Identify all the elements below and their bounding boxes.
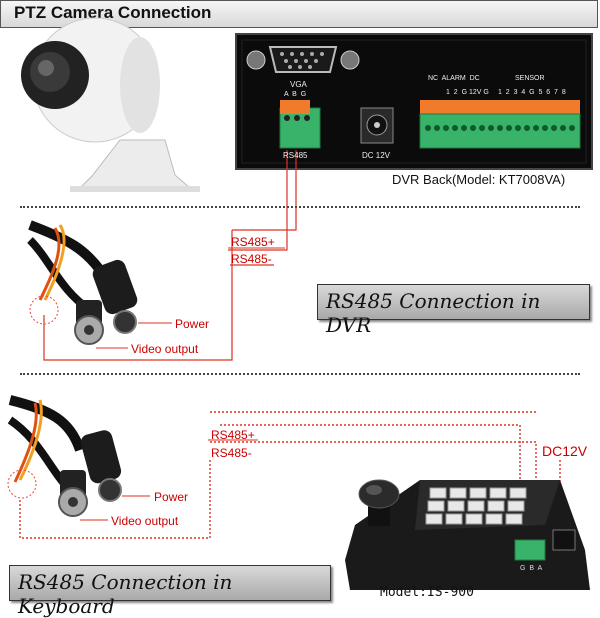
top-separator (20, 206, 580, 208)
top-caption-box: RS485 Connection in DVR (317, 284, 590, 337)
page-title: PTZ Camera Connection (14, 3, 212, 22)
keyboard-model-label: Model:IS-900 (380, 585, 474, 600)
keyboard-controller-image (345, 479, 590, 590)
dvr-model-caption: DVR Back(Model: KT7008VA) (392, 172, 566, 187)
bottom-power-label: Power (154, 490, 189, 504)
keyboard-dc-label: DC12V (542, 443, 588, 459)
bottom-caption-box: RS485 Connection in Keyboard (9, 565, 331, 618)
vga-pin-labels: A B G (284, 91, 307, 98)
top-rs485-plus-label: RS485+ (231, 235, 275, 249)
alarm-pin-labels: 1 2 G 12V G (446, 89, 489, 96)
dc-port-label: DC 12V (362, 151, 391, 160)
top-wire-highlight (29, 295, 59, 325)
top-camera-cable (27, 220, 138, 345)
bottom-caption-text: RS485 Connection in Keyboard (18, 570, 233, 618)
bottom-wire-highlight (7, 469, 37, 499)
vga-label: VGA (290, 80, 307, 89)
bottom-rs485-minus-label: RS485- (211, 446, 252, 460)
middle-separator (20, 373, 580, 375)
rs485-port-label: RS485 (283, 151, 308, 160)
top-video-label: Video output (131, 342, 199, 356)
alarm-header-label: NC ALARM DC (428, 75, 480, 82)
top-rs485-wiring (43, 150, 297, 361)
dvr-back-panel (235, 33, 593, 170)
top-caption-text: RS485 Connection in DVR (326, 289, 541, 337)
sensor-pin-labels: 1 2 3 4 G 5 6 7 8 (498, 89, 566, 96)
top-power-label: Power (175, 317, 210, 331)
ptz-camera-image (21, 17, 200, 192)
top-rs485-minus-label: RS485- (231, 252, 272, 266)
bottom-rs485-plus-label: RS485+ (211, 428, 255, 442)
bottom-video-label: Video output (111, 514, 179, 528)
bottom-camera-cable (7, 395, 122, 517)
sensor-header-label: SENSOR (515, 75, 545, 82)
keyboard-pin-labels: G B A (520, 565, 543, 572)
